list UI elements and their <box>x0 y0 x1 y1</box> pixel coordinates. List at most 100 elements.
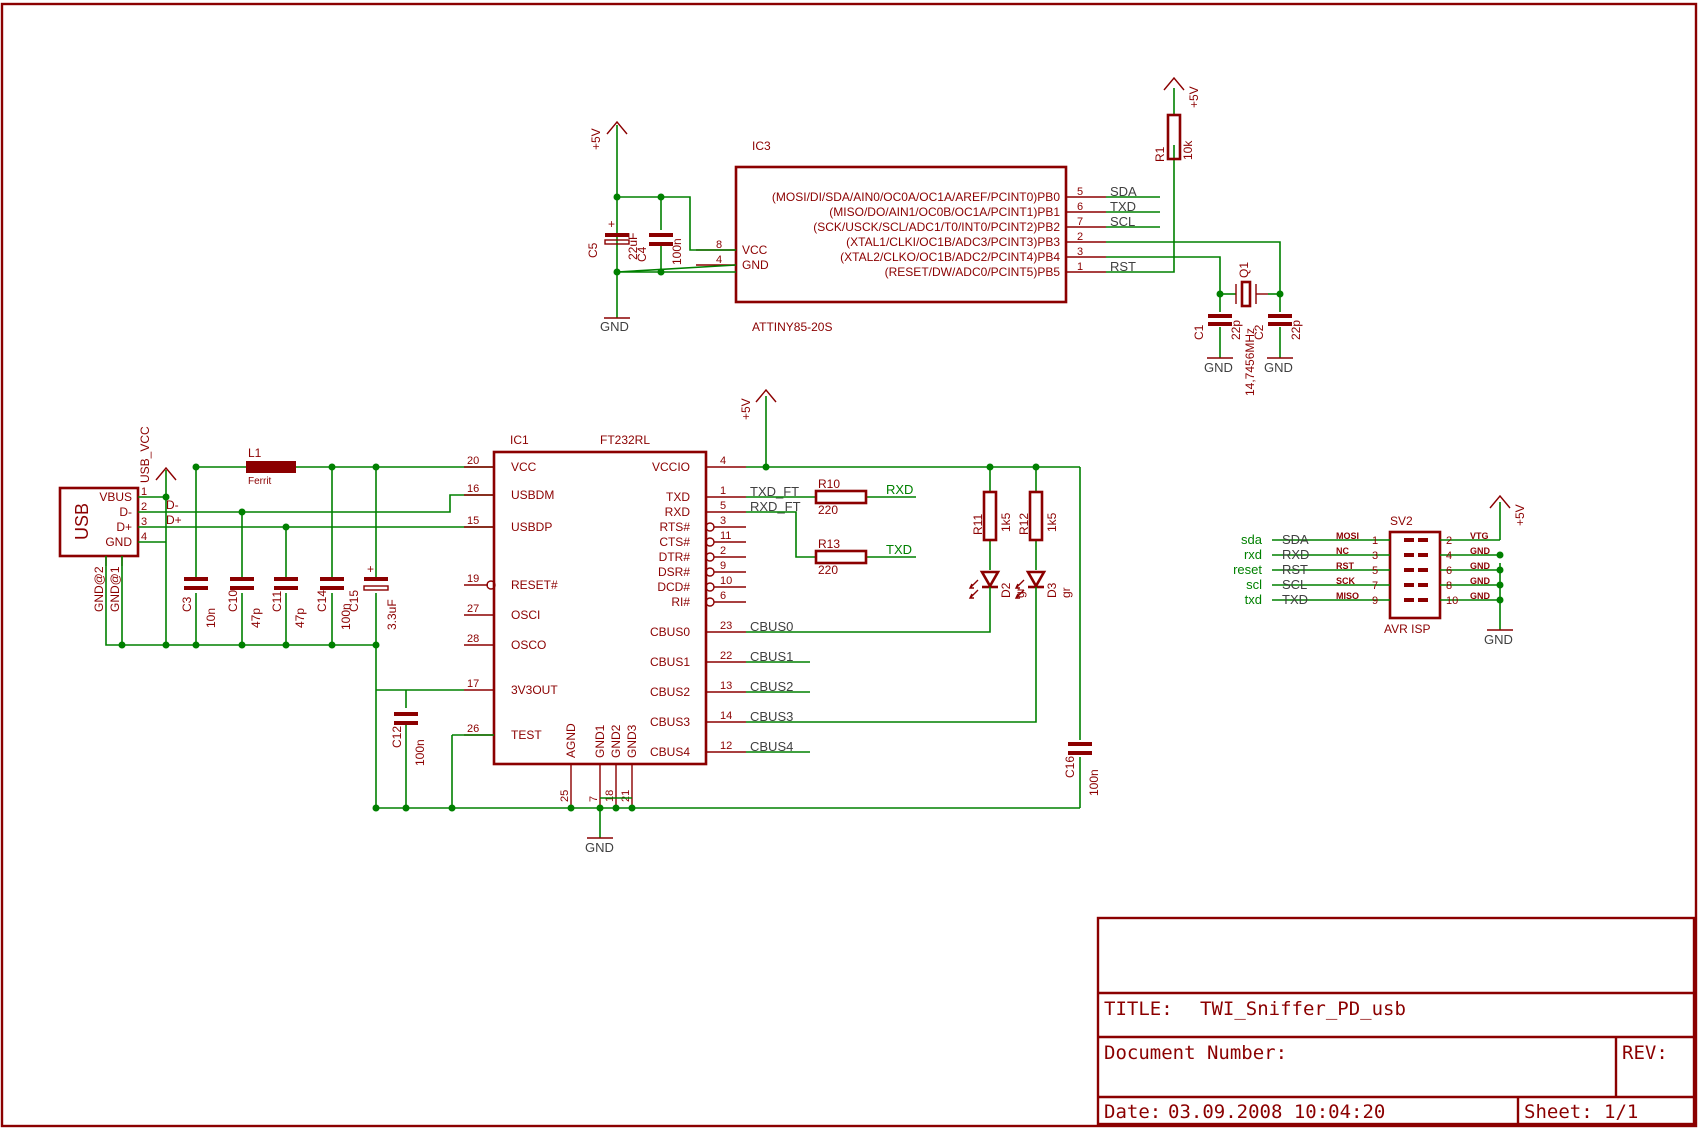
usb-pin-number: 2 <box>141 501 147 513</box>
svg-text:GND: GND <box>1204 360 1233 375</box>
isp-net-label: SCL <box>1282 577 1307 592</box>
isp-left-pin: 9 <box>1372 595 1378 607</box>
isp-right-signal: GND <box>1470 591 1491 601</box>
isp-right-pin: 6 <box>1446 565 1452 577</box>
isp-pin-pad <box>1418 583 1428 587</box>
ic1-net-label: CBUS1 <box>750 649 793 664</box>
ic1-pin-label: CBUS4 <box>650 745 690 759</box>
isp-left-pin: 5 <box>1372 565 1378 577</box>
svg-text:C5: C5 <box>586 242 600 258</box>
ic3-pin-label: (SCK/USCK/SCL/ADC1/T0/INT0/PCINT2)PB2 <box>813 220 1060 234</box>
ic1-pin-label: DTR# <box>659 550 691 564</box>
svg-text:C3: C3 <box>180 596 194 612</box>
svg-text:220: 220 <box>818 503 838 517</box>
capacitor-c4: C4 100n <box>635 233 684 265</box>
svg-text:C1: C1 <box>1192 324 1206 340</box>
svg-text:C4: C4 <box>635 246 649 262</box>
ic3-pin-label: (MOSI/DI/SDA/AIN0/OC0A/OC1A/AREF/PCINT0)… <box>772 190 1060 204</box>
svg-text:10k: 10k <box>1181 140 1195 160</box>
usb-pin-number: 1 <box>141 486 147 498</box>
ic3-pin-label: (XTAL2/CLKO/OC1B/ADC2/PCINT4)PB4 <box>840 250 1060 264</box>
ic3-supply-wiring <box>613 125 737 318</box>
ic1-net-label: CBUS0 <box>750 619 793 634</box>
ic3-net-label: SDA <box>1110 184 1137 199</box>
svg-text:SV2: SV2 <box>1390 514 1413 528</box>
capacitor-c11: C11 47p <box>270 577 307 628</box>
sheet-value: 1/1 <box>1604 1101 1638 1123</box>
isp-external-net: sda <box>1241 532 1263 547</box>
capacitor-c1: C1 22p GND <box>1192 314 1243 375</box>
ic1-name: IC1 <box>510 433 529 447</box>
isp-left-signal: MISO <box>1336 591 1359 601</box>
svg-text:100n: 100n <box>413 739 427 766</box>
ic1-value: FT232RL <box>600 433 650 447</box>
usb-pin-label: VBUS <box>99 490 132 504</box>
isp-pin-pad <box>1404 553 1414 557</box>
svg-text:22p: 22p <box>1289 320 1303 340</box>
document-number-label: Document Number: <box>1104 1042 1287 1064</box>
usb-vcc-supply <box>155 466 177 497</box>
led-d3: D3 gr <box>1014 570 1073 605</box>
svg-text:C14: C14 <box>315 590 329 612</box>
svg-text:+: + <box>367 562 374 576</box>
svg-text:R10: R10 <box>818 477 840 491</box>
title-block: TITLE: TWI_Sniffer_PD_usb Document Numbe… <box>1096 916 1696 1126</box>
ic3-right-pins: 5 (MOSI/DI/SDA/AIN0/OC0A/OC1A/AREF/PCINT0… <box>772 184 1137 279</box>
ic1-pin-label: TXD <box>666 490 690 504</box>
ic3-net-label: TXD <box>1110 199 1136 214</box>
svg-text:22p: 22p <box>1229 320 1243 340</box>
isp-pin-pad <box>1418 598 1428 602</box>
isp-left-pin: 7 <box>1372 580 1378 592</box>
ic1-pin-number: 19 <box>467 573 479 585</box>
ic1-pin-label: VCC <box>511 460 537 474</box>
ic3-pin-label: GND <box>742 258 769 272</box>
isp-pin-pad <box>1404 568 1414 572</box>
usb-pin-label: D- <box>119 505 132 519</box>
isp-external-net: rxd <box>1244 547 1262 562</box>
ic1-pin-number: 22 <box>720 650 732 662</box>
ic1-net-label: TXD_FT <box>750 484 799 499</box>
isp-external-net: scl <box>1246 577 1262 592</box>
resistor-r10: R10 220 RXD <box>814 477 913 517</box>
sheet-label: Sheet: <box>1524 1101 1593 1123</box>
isp-left-signal: RST <box>1336 561 1355 571</box>
svg-text:220: 220 <box>818 563 838 577</box>
svg-text:GND: GND <box>1264 360 1293 375</box>
svg-text:D2: D2 <box>999 582 1013 598</box>
ic1-pin-label: CBUS0 <box>650 625 690 639</box>
ic3-pin-number: 5 <box>1077 186 1083 198</box>
isp-left-pin: 3 <box>1372 550 1378 562</box>
ic1-pin-label: CBUS2 <box>650 685 690 699</box>
ic1-net-label: RXD_FT <box>750 499 801 514</box>
svg-text:C11: C11 <box>270 591 284 612</box>
ic1-pin-number: 14 <box>720 710 732 722</box>
ic1-pin-number: 4 <box>720 455 726 467</box>
isp-right-pin: 10 <box>1446 595 1458 607</box>
ic1-pin-inverter <box>486 580 496 590</box>
isp-pin-pad <box>1418 568 1428 572</box>
isp-left-signal: SCK <box>1336 576 1356 586</box>
svg-text:USB_VCC: USB_VCC <box>138 426 152 483</box>
svg-text:RXD: RXD <box>886 482 913 497</box>
ic3-pin-number: 7 <box>1077 216 1083 228</box>
svg-text:TXD: TXD <box>886 542 912 557</box>
svg-text:Ferrit: Ferrit <box>248 476 272 487</box>
svg-text:+: + <box>608 217 615 231</box>
svg-text:100n: 100n <box>670 238 684 265</box>
svg-text:+5V: +5V <box>739 398 753 420</box>
isp-right-pin: 4 <box>1446 550 1452 562</box>
usb-pin-label: D+ <box>116 520 132 534</box>
svg-text:14,7456MHz: 14,7456MHz <box>1243 328 1257 396</box>
ic1-pin-number: 5 <box>720 500 726 512</box>
ic1-pin-number: 20 <box>467 455 479 467</box>
gnd-symbol-ic1: GND <box>585 837 614 855</box>
title-label: TITLE: <box>1104 998 1173 1020</box>
ic1-pin-label: AGND <box>564 723 578 758</box>
plus5v-supply-ic1: +5V <box>739 388 777 420</box>
ic1-pin-label: GND1 <box>593 724 607 758</box>
svg-text:+5V: +5V <box>589 128 603 150</box>
isp-pin-pad <box>1404 538 1414 542</box>
capacitor-c5: + C5 22uF <box>586 217 640 260</box>
